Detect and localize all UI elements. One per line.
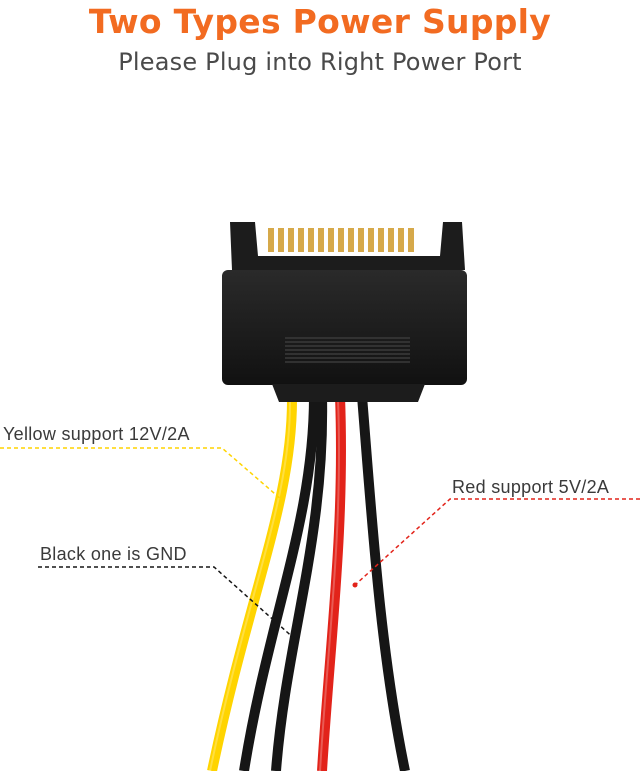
connector-pin (308, 228, 314, 252)
connector-pin (378, 228, 384, 252)
wire-bundle (207, 395, 410, 771)
connector-pin (278, 228, 284, 252)
sata-connector (222, 222, 467, 402)
connector-pin (338, 228, 344, 252)
connector-pin (408, 228, 414, 252)
connector-pin (348, 228, 354, 252)
leader-red (354, 498, 640, 586)
connector-pins (268, 228, 414, 252)
leader-red-dot (352, 582, 358, 588)
wire-black-1 (239, 395, 319, 771)
leader-yellow (0, 447, 283, 501)
callout-yellow-label: Yellow support 12V/2A (3, 424, 190, 444)
leader-black (38, 566, 297, 641)
connector-pin (318, 228, 324, 252)
callout-leaders (0, 447, 640, 643)
connector-body (222, 270, 467, 385)
connector-pin (398, 228, 404, 252)
connector-top-shell (230, 222, 465, 270)
connector-pin (328, 228, 334, 252)
connector-grip-ridges (285, 337, 410, 363)
connector-pin (288, 228, 294, 252)
connector-pin (298, 228, 304, 252)
callout-black-label: Black one is GND (40, 544, 187, 564)
wire-yellow (207, 395, 298, 771)
callout-red-label: Red support 5V/2A (452, 477, 610, 497)
connector-pin (388, 228, 394, 252)
page-subtitle: Please Plug into Right Power Port (118, 48, 522, 76)
wire-black-3 (357, 395, 410, 771)
leader-black-dot (293, 637, 299, 643)
connector-pin (268, 228, 274, 252)
wire-black-2 (271, 395, 328, 771)
connector-collar (272, 384, 425, 402)
page-title: Two Types Power Supply (88, 2, 552, 41)
wire-red (317, 395, 346, 771)
connector-pin (368, 228, 374, 252)
leader-yellow-dot (279, 497, 285, 503)
connector-pin (358, 228, 364, 252)
